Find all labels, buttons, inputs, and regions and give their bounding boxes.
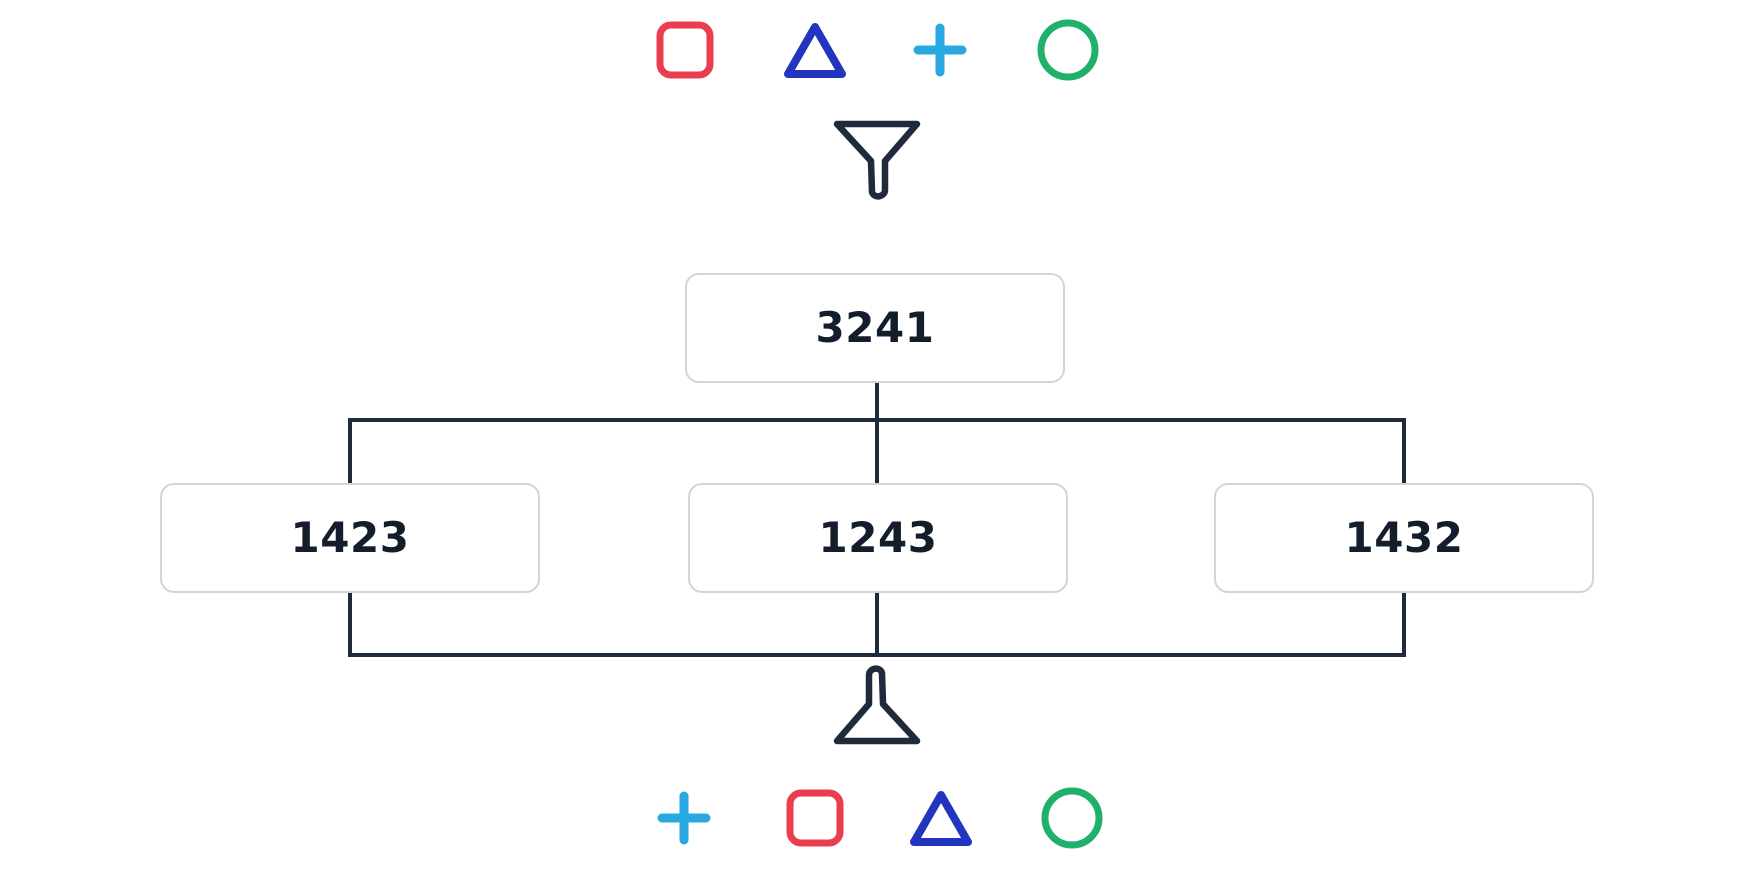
child-node-2-value: 1243 (818, 513, 938, 562)
inverted-funnel-icon (829, 658, 925, 748)
plus-icon (657, 791, 711, 845)
plus-icon (913, 23, 967, 77)
square-icon (786, 789, 844, 847)
input-shapes-row (0, 18, 1758, 82)
funnel-icon (829, 117, 925, 207)
child-node-1-value: 1423 (290, 513, 410, 562)
child-node-3-value: 1432 (1344, 513, 1464, 562)
child-node-3[interactable]: 1432 (1214, 483, 1594, 593)
square-icon (656, 21, 714, 79)
triangle-icon (910, 791, 972, 846)
circle-icon (1037, 19, 1099, 81)
root-node[interactable]: 3241 (685, 273, 1065, 383)
child-node-2[interactable]: 1243 (688, 483, 1068, 593)
circle-icon (1041, 787, 1103, 849)
child-node-1[interactable]: 1423 (160, 483, 540, 593)
output-shapes-row (0, 786, 1758, 850)
root-node-value: 3241 (815, 303, 935, 352)
triangle-icon (784, 23, 846, 78)
